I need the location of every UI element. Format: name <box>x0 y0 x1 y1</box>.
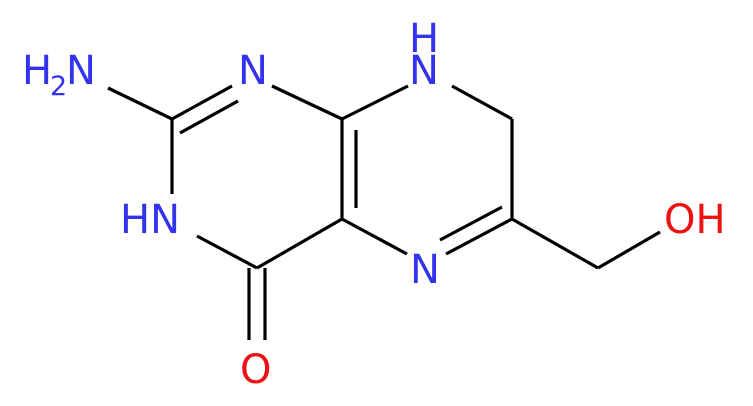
bonds <box>107 84 661 340</box>
bond-c2-n1-second <box>179 99 239 135</box>
bond-c4a-n5 <box>341 217 408 256</box>
atom-n8: N <box>409 48 439 94</box>
bond-c6-ch2 <box>511 217 599 270</box>
bond-ch2-oh <box>597 230 661 270</box>
bond-n1-c8a <box>271 84 343 121</box>
bond-c7-n8 <box>451 84 513 121</box>
atom-hydroxyl: OH <box>664 197 726 243</box>
atom-amino-h: H <box>22 48 52 94</box>
atom-n3: HN <box>120 197 180 243</box>
atom-n5: N <box>410 247 440 293</box>
bond-n5-c6-second <box>439 205 503 242</box>
atom-n8-hydrogen: H <box>409 16 439 62</box>
atom-labels: H 2 N N HN O N H N OH <box>22 16 726 393</box>
bond-n5-c6 <box>445 217 513 256</box>
bond-c2-n1 <box>171 84 233 121</box>
atom-amino-n: N <box>66 48 96 94</box>
bond-n8-c8a <box>341 84 409 121</box>
bond-n3-c4 <box>196 234 258 270</box>
atom-n1: N <box>238 48 268 94</box>
atom-amino-subscript: 2 <box>50 71 67 102</box>
atom-carbonyl-o: O <box>240 347 271 393</box>
bond-c4-c4a <box>256 217 343 270</box>
bond-c2-nh2 <box>107 86 173 121</box>
